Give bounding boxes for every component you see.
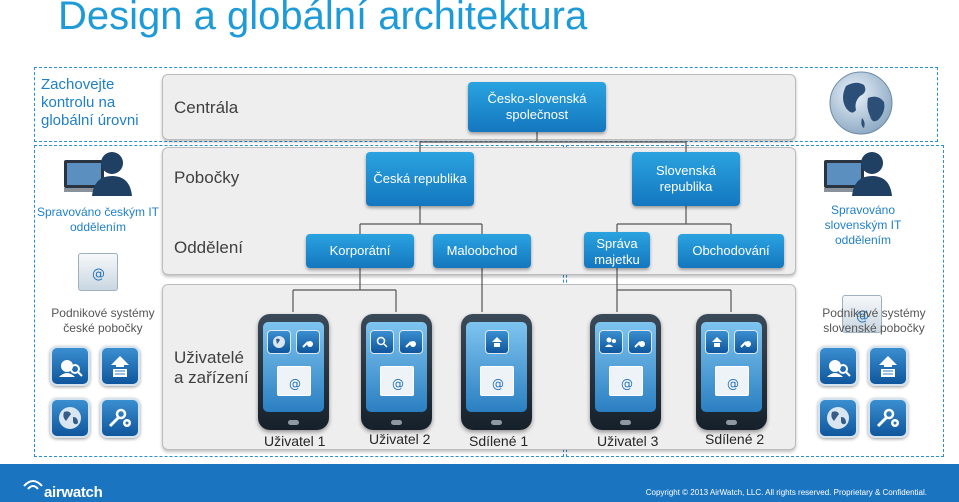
email-icon: @ [715,366,749,396]
right-systems-note: Podnikové systémy slovenské pobočky [822,306,926,335]
home-button [288,420,299,425]
row-label-centrala: Centrála [174,98,239,117]
home-button [726,420,737,425]
user-laptop-icon [824,152,892,196]
phone-screen: @ [366,322,427,412]
globe-icon [50,398,90,438]
search-icon [818,346,858,386]
settings-icon [296,330,320,354]
contacts-icon [599,330,623,354]
settings-icon [399,330,423,354]
settings-icon [868,398,908,438]
settings-icon [628,330,652,354]
device-phone-5: @ [696,314,767,430]
upload-icon [705,330,729,354]
row-label-pobocky: Pobočky [174,168,240,187]
search-icon [370,330,394,354]
user-laptop-icon [64,152,132,196]
upload-icon [868,346,908,386]
email-icon: @ [380,366,414,396]
phone-screen: @ [263,322,324,412]
globe-icon [829,71,893,135]
email-icon: @ [842,295,882,333]
box-cs-spolecnost: Česko-slovenská společnost [468,82,606,132]
global-control-note: Zachovejte kontrolu na globální úrovni [41,76,139,129]
device-phone-1: @ [258,314,329,430]
email-icon: @ [277,366,311,396]
phone-screen: @ [466,322,527,412]
airwatch-logo: airwatch [44,484,103,501]
phone-screen: @ [595,322,656,412]
home-button [491,420,502,425]
email-icon: @ [78,253,118,291]
home-button [391,420,402,425]
row-label-uzivatele: Uživatelé a zařízení [174,348,249,387]
home-button [620,420,631,425]
device-label-1: Uživatel 1 [264,433,326,449]
box-korporatni: Korporátní [306,234,414,268]
device-phone-4: @ [590,314,661,430]
search-icon [50,346,90,386]
upload-icon [100,346,140,386]
right-managed-note: Spravováno slovenským IT oddělením [824,203,902,247]
device-label-5: Sdílené 2 [705,431,765,447]
page-title: Design a globální architektura [58,0,588,38]
device-label-2: Uživatel 2 [369,431,431,447]
device-label-4: Uživatel 3 [597,433,659,449]
footer-bar [0,464,959,502]
device-label-3: Sdílené 1 [469,433,529,449]
left-systems-note: Podnikové systémy české pobočky [51,306,155,335]
upload-icon [485,330,509,354]
box-maloobchod: Maloobchod [433,234,531,268]
device-phone-3: @ [461,314,532,430]
box-sprava-majetku: Správa majetku [584,232,650,268]
row-label-oddeleni: Oddělení [174,238,243,257]
settings-icon [734,330,758,354]
airwatch-logo-icon [23,480,43,490]
box-ceska-republika: Česká republika [366,152,474,206]
settings-icon [100,398,140,438]
globe-icon [818,398,858,438]
box-obchodovani: Obchodování [678,234,784,268]
device-phone-2: @ [361,314,432,430]
left-managed-note: Spravováno českým IT oddělením [36,205,160,234]
phone-screen: @ [701,322,762,412]
email-icon: @ [480,366,514,396]
email-icon: @ [609,366,643,396]
box-slovenska-republika: Slovenská republika [632,152,740,206]
globe-icon [267,330,291,354]
copyright-text: Copyright © 2013 AirWatch, LLC. All righ… [645,488,927,497]
